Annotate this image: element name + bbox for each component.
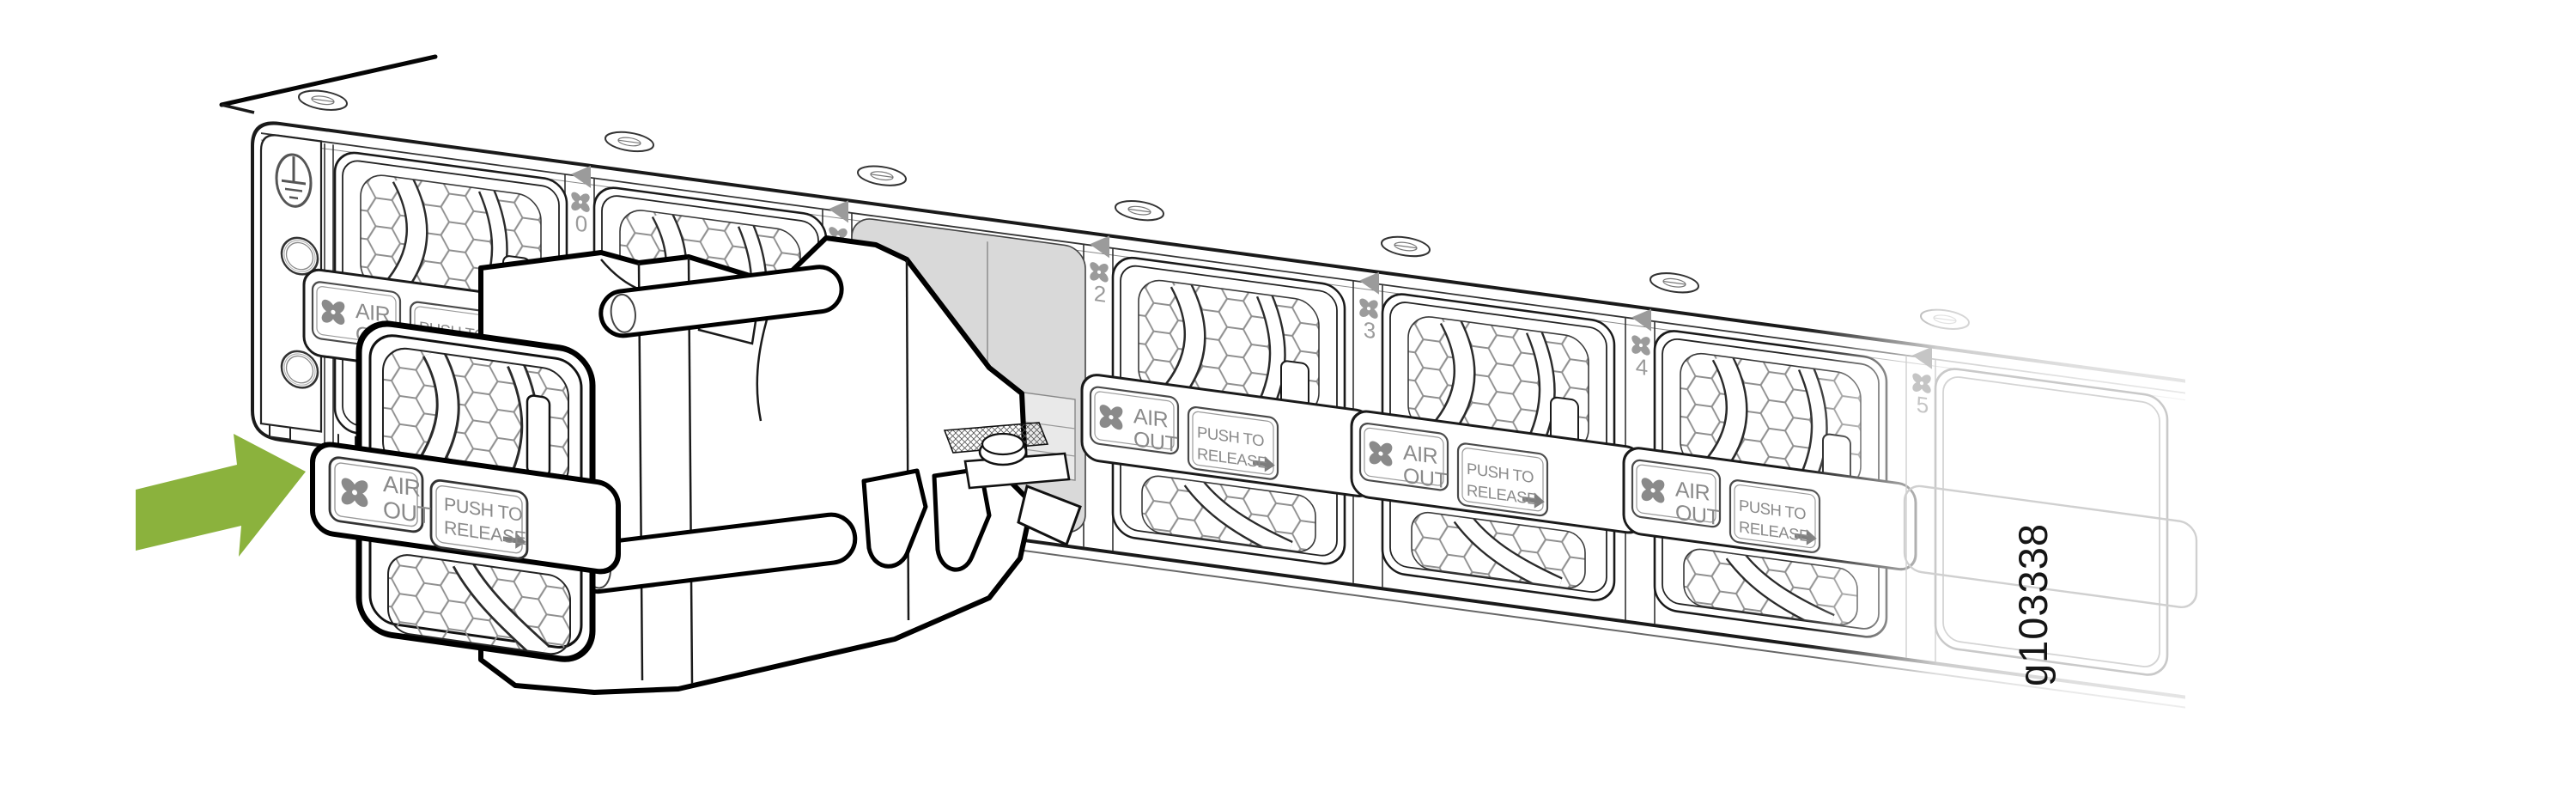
air-out-label: AIR: [1403, 441, 1437, 469]
triangle-left-icon: [1090, 235, 1109, 259]
slot-number: 3: [1364, 316, 1376, 344]
chassis-left-end-cap: [259, 134, 356, 448]
slot-number: 4: [1636, 353, 1648, 381]
module-connector-thumbscrew: [943, 422, 1082, 547]
air-out-label: AIR: [383, 470, 421, 502]
slot-number: 2: [1094, 280, 1106, 308]
air-out-label: AIR: [1133, 404, 1168, 432]
module-handle-bar-top: [598, 265, 844, 338]
triangle-left-icon: [829, 200, 848, 223]
triangle-left-icon: [1912, 346, 1932, 369]
fan-module-bay-2: AIR OUT PUSH TO RELEASE: [1082, 251, 1374, 570]
chassis-top-edge: [219, 54, 438, 114]
air-out-label: OUT: [1133, 427, 1177, 457]
air-out-label: AIR: [1675, 477, 1710, 505]
fan-module-bay-4: AIR OUT PUSH TO RELEASE: [1624, 324, 1916, 643]
screw-icon: [1114, 197, 1165, 224]
fan-module-bay-3: AIR OUT PUSH TO RELEASE: [1352, 287, 1643, 606]
slot-number: 5: [1917, 391, 1929, 418]
extracted-module-front: AIR OUT PUSH TO RELEASE: [310, 320, 621, 662]
fade-overlay: [1803, 0, 2250, 788]
slot-marker-5: 5: [1910, 346, 1934, 418]
slot-marker-2: 2: [1087, 235, 1111, 308]
graphic-id-label: g103338: [2010, 523, 2056, 686]
triangle-left-icon: [1359, 271, 1379, 295]
earth-ground-icon: [275, 153, 313, 208]
screw-icon: [1380, 233, 1431, 260]
green-arrow-right-icon: [136, 434, 306, 557]
slot-marker-1: [826, 200, 850, 250]
slot-number: 0: [575, 210, 587, 238]
extracted-fan-module: AIR OUT PUSH TO RELEASE: [310, 235, 1082, 695]
triangle-left-icon: [1631, 308, 1651, 332]
screw-icon: [856, 162, 908, 189]
screw-icon: [1649, 269, 1700, 296]
air-out-label: OUT: [1675, 500, 1719, 530]
grounding-lug-hole: [280, 350, 319, 389]
air-out-label: OUT: [1403, 464, 1447, 494]
slot-marker-0: 0: [568, 165, 592, 238]
triangle-left-icon: [571, 165, 591, 188]
fan-module-bay-5-faded: 5: [1903, 346, 2198, 676]
screw-icon: [297, 87, 349, 114]
screw-icon: [604, 128, 655, 155]
grounding-lug-hole: [280, 236, 319, 276]
slot-marker-3: 3: [1357, 271, 1381, 344]
slot-marker-4: 4: [1629, 308, 1653, 381]
